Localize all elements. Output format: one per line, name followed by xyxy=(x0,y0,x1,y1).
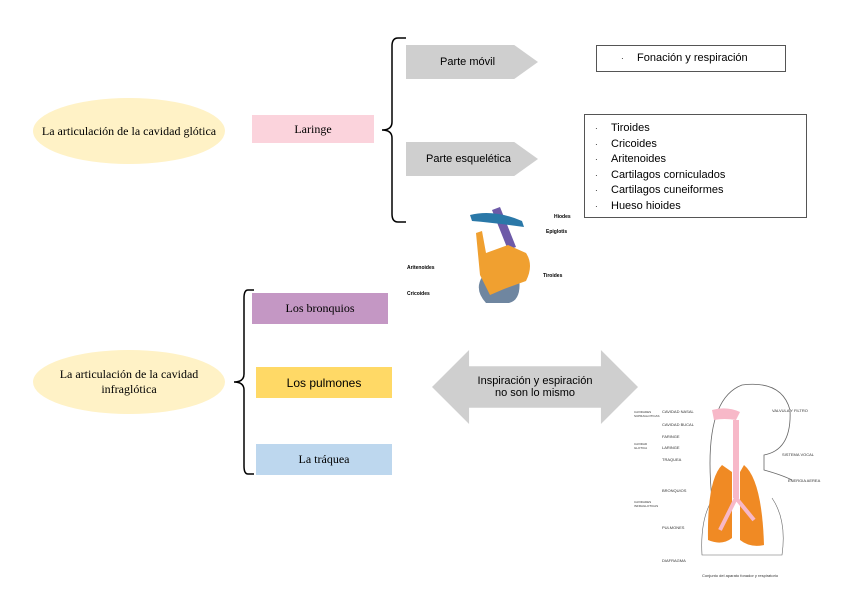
double-arrow: Inspiración y espiración no son lo mismo xyxy=(432,350,638,424)
bronquios-box: Los bronquios xyxy=(252,293,388,324)
list-item: Aritenoides xyxy=(611,153,667,165)
infraglottic-brace xyxy=(233,289,254,475)
parte-movil-arrow: Parte móvil xyxy=(406,45,538,79)
list-item: Cartilagos corniculados xyxy=(611,168,726,181)
respiratory-image: CAVIDAD NASAL CAVIDAD BUCAL FARINGE LARI… xyxy=(632,380,840,585)
list-item: Hueso hioides xyxy=(611,199,681,212)
list-item: Fonación y respiración xyxy=(637,51,748,64)
laringe-box: Laringe xyxy=(252,115,374,143)
glottic-brace xyxy=(381,37,406,223)
list-item: Cricoides xyxy=(611,137,657,150)
infraglottic-ellipse: La articulación de la cavidad infraglóti… xyxy=(33,350,225,414)
esqueletica-list: ·Tiroides ·Cricoides ·Aritenoides ·Carti… xyxy=(584,114,807,218)
pulmones-box: Los pulmones xyxy=(256,367,392,398)
traquea-box: La tráquea xyxy=(256,444,392,475)
parte-esqueletica-arrow: Parte esquelética xyxy=(406,142,538,176)
list-item: Cartilagos cuneiformes xyxy=(611,184,724,196)
list-item: Tiroides xyxy=(611,122,650,134)
movil-list: ·Fonación y respiración xyxy=(596,45,786,72)
glottic-ellipse: La articulación de la cavidad glótica xyxy=(33,98,225,164)
larynx-image: Hiodes Epiglotis Aritenoides Tiroides Cr… xyxy=(404,195,576,307)
